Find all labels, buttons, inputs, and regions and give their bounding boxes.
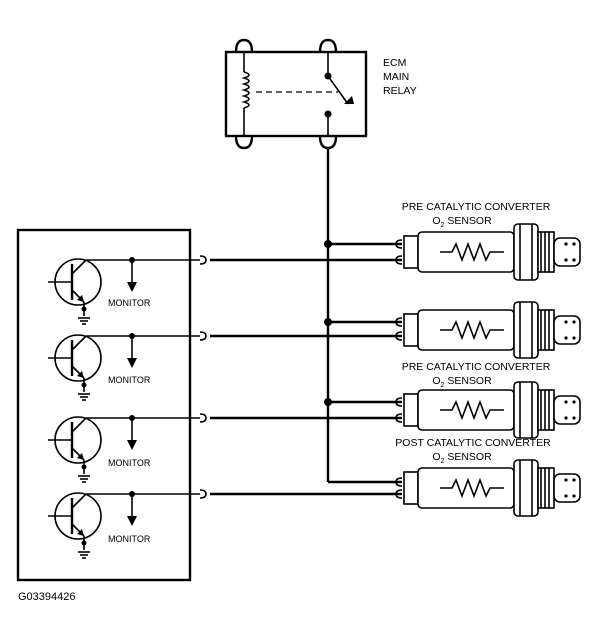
- o2-sensor-4: POST CATALYTIC CONVERTER O2 SENSOR: [395, 437, 581, 517]
- monitor-label: MONITOR: [108, 458, 151, 468]
- transistor-group-3: MONITOR: [48, 415, 200, 483]
- sensor-label-line2: O2 SENSOR: [432, 451, 492, 465]
- sensor-label-line2: O2 SENSOR: [432, 215, 492, 229]
- monitor-arrow-icon: [127, 282, 137, 292]
- o2-sensor-2: [395, 301, 581, 359]
- o2-sensor-1: PRE CATALYTIC CONVERTER O2 SENSOR: [395, 201, 581, 281]
- heater-element: [440, 319, 504, 341]
- heater-element: [440, 399, 504, 421]
- transistor-group-4: MONITOR: [48, 491, 200, 559]
- relay-terminal-hook: [234, 135, 254, 150]
- sensor-label-line2: O2 SENSOR: [432, 375, 492, 389]
- sensor-label-line1: POST CATALYTIC CONVERTER: [395, 437, 551, 449]
- transistor-group-2: MONITOR: [48, 333, 200, 401]
- heater-element: [440, 477, 504, 499]
- monitor-arrow-icon: [127, 358, 137, 368]
- sensor-label-line1: PRE CATALYTIC CONVERTER: [402, 361, 551, 373]
- heater-element: [440, 241, 504, 263]
- monitor-arrow-icon: [127, 516, 137, 526]
- monitor-arrow-icon: [127, 440, 137, 450]
- sensor-label-line1: PRE CATALYTIC CONVERTER: [402, 201, 551, 213]
- relay-label-line2: MAIN: [383, 71, 409, 83]
- relay-label-line3: RELAY: [383, 85, 417, 97]
- relay-box: [224, 50, 368, 138]
- ecm-module-box: [16, 228, 192, 582]
- transistor-group-1: MONITOR: [48, 257, 200, 325]
- monitor-label: MONITOR: [108, 534, 151, 544]
- monitor-label: MONITOR: [108, 298, 151, 308]
- relay-coil: [241, 71, 250, 109]
- relay-terminal-hook: [318, 38, 338, 53]
- relay-switch-arm: [327, 75, 349, 105]
- relay-label-line1: ECM: [383, 57, 406, 69]
- ecm-main-relay: ECM MAIN RELAY: [224, 38, 417, 150]
- o2-sensor-3: PRE CATALYTIC CONVERTER O2 SENSOR: [395, 361, 581, 439]
- signal-wires: [199, 240, 402, 499]
- monitor-label: MONITOR: [108, 375, 151, 385]
- relay-terminal-hook: [234, 38, 254, 53]
- figure-id: G03394426: [18, 591, 76, 603]
- relay-terminal-hook: [318, 135, 338, 150]
